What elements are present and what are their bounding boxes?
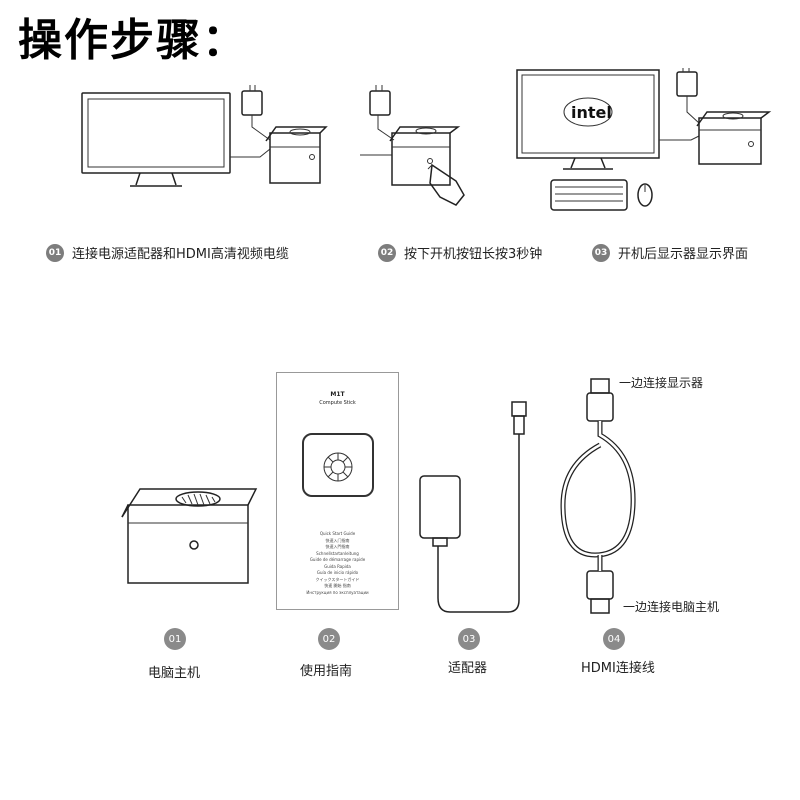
manual-device-drawing [302, 433, 374, 497]
manual-subtitle: Compute Stick [319, 400, 356, 406]
step-text: 连接电源适配器和HDMI高清视频电缆 [72, 247, 289, 262]
hdmi-note-top: 一边连接显示器 [619, 376, 704, 390]
keyboard [550, 179, 628, 211]
manual-booklet: M1T Compute Stick Quick Start Guide 快速入门… [276, 372, 399, 610]
item-label: HDMI连接线 [581, 661, 655, 676]
monitor [81, 92, 231, 174]
item-number: 03 [458, 628, 480, 650]
item-1: 01 [164, 628, 186, 650]
step1-illustration [81, 85, 328, 187]
hand-icon [429, 163, 465, 206]
intel-logo: intel [571, 103, 612, 122]
step-number: 02 [378, 243, 396, 262]
step-number: 01 [46, 243, 64, 262]
step-2: 02 按下开机按钮长按3秒钟 [378, 243, 542, 262]
power-adapter [241, 90, 263, 116]
step-text: 按下开机按钮长按3秒钟 [404, 247, 543, 262]
manual-model: M1T [330, 391, 345, 398]
item-label: 适配器 [448, 661, 488, 676]
item-4: 04 [603, 628, 625, 650]
manual-languages: Quick Start Guide 快速入门指南 快速入門指南 Schnells… [306, 531, 369, 595]
step2-illustration [360, 85, 465, 206]
item-number: 02 [318, 628, 340, 650]
item-mini-pc-illustration [121, 488, 258, 584]
step3-illustration: intel [516, 68, 772, 211]
step-3: 03 开机后显示器显示界面 [592, 243, 748, 262]
step-text: 开机后显示器显示界面 [618, 247, 749, 262]
page-title: 操作步骤： [18, 15, 248, 66]
monitor [516, 69, 660, 159]
item-number: 01 [164, 628, 186, 650]
item-2: 02 [318, 628, 340, 650]
item-3: 03 [458, 628, 480, 650]
hdmi-note-bottom: 一边连接电脑主机 [623, 600, 720, 614]
item-hdmi-illustration [560, 378, 636, 614]
mouse [637, 183, 653, 207]
power-adapter [676, 71, 698, 97]
item-number: 04 [603, 628, 625, 650]
mini-pc [269, 132, 321, 184]
step-number: 03 [592, 243, 610, 262]
mini-pc [391, 132, 451, 186]
mini-pc [698, 117, 762, 165]
item-adapter-illustration [419, 401, 527, 613]
power-adapter [419, 475, 461, 539]
power-adapter [369, 90, 391, 116]
step-1: 01 连接电源适配器和HDMI高清视频电缆 [46, 243, 289, 262]
item-label: 电脑主机 [148, 666, 201, 681]
item-label: 使用指南 [300, 664, 353, 679]
